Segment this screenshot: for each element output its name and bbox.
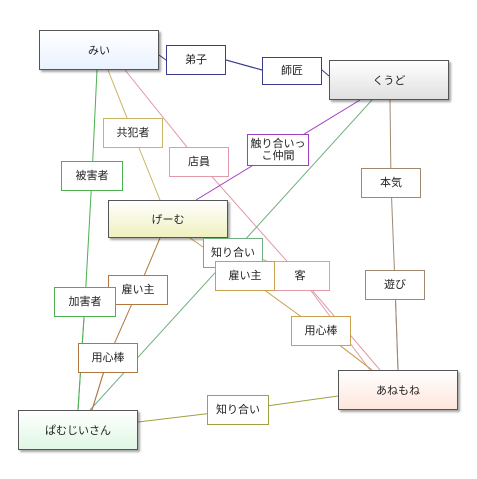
edge-label-yatoi2: 雇い主 [215, 261, 275, 291]
edge-label-asobi: 遊び [365, 270, 425, 300]
edge-label-honki: 本気 [361, 168, 421, 198]
node-pamuji[interactable]: ぱむじいさん [18, 410, 138, 450]
edge-label-kagai: 加害者 [54, 287, 116, 317]
edge-label-shiri2: 知り合い [207, 395, 269, 425]
node-anemo[interactable]: あねもね [338, 370, 458, 410]
edge-label-yatoi1: 雇い主 [108, 275, 168, 305]
edge-label-yojin2: 用心棒 [291, 316, 351, 346]
edge-label-higai: 被害者 [61, 161, 123, 191]
edge-label-shisho: 師匠 [262, 57, 322, 85]
edge-label-tenin: 店員 [169, 147, 229, 177]
edge-label-fureai: 触り合いっ こ仲間 [247, 134, 309, 166]
edge-label-deshi: 弟子 [166, 45, 226, 75]
edge-label-kyaku: 客 [270, 261, 330, 291]
node-gemu[interactable]: げーむ [108, 200, 228, 238]
node-kudo[interactable]: くうど [329, 60, 449, 100]
edge-yatoi1 [91, 237, 161, 411]
edge-label-yojin1: 用心棒 [78, 343, 138, 373]
edge-label-kyohan: 共犯者 [103, 118, 163, 148]
node-mii[interactable]: みい [39, 30, 159, 70]
